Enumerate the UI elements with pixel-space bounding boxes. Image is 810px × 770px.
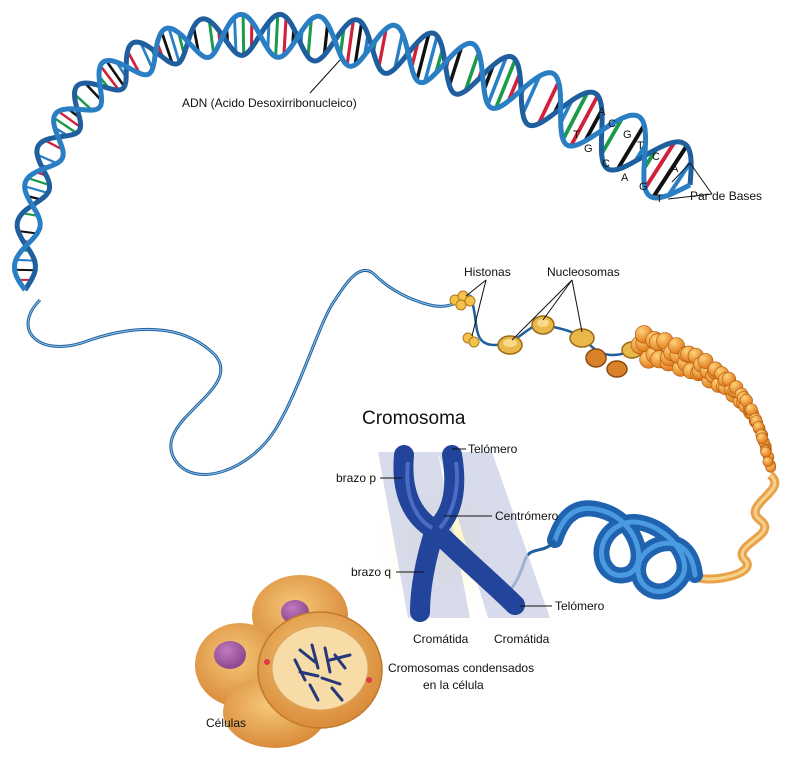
base-pair-rung <box>241 14 246 56</box>
base-pair-rung <box>415 32 431 81</box>
base-pair-rung <box>643 141 677 190</box>
base-letter: G <box>623 129 632 141</box>
base-pair-rung <box>423 35 439 83</box>
base-pair-rung <box>167 27 181 64</box>
chromosome-title: Cromosoma <box>362 408 466 429</box>
cell-nucleus <box>271 625 369 711</box>
nucleosomes-label: Nucleosomas <box>547 265 620 279</box>
base-pair-rung <box>24 185 49 194</box>
chromatid-left-label: Cromátida <box>413 632 469 646</box>
base-pair-rung <box>57 110 82 129</box>
arm-p-label: brazo p <box>336 471 376 485</box>
condensed-chromosomes <box>293 643 352 702</box>
base-pair-rung <box>15 258 35 262</box>
base-pair-rung <box>73 93 93 112</box>
centromere-label: Centrómero <box>495 509 559 523</box>
base-pair-rung <box>105 59 126 88</box>
base-pair-rung <box>486 56 508 106</box>
chromatin-thread <box>26 268 471 476</box>
base-pair-rung <box>44 139 64 151</box>
arm-q-label: brazo q <box>351 565 391 579</box>
base-pair-rung <box>583 109 604 143</box>
base-pair-rung <box>599 117 624 155</box>
base-pair-rung <box>393 33 405 70</box>
base-pair-rung <box>561 91 590 141</box>
base-pair-rung <box>36 153 58 165</box>
base-pair-rung <box>463 51 481 92</box>
base-pair-rung <box>139 42 154 70</box>
base-pair-rung <box>306 19 313 57</box>
base-letter: G <box>639 181 648 193</box>
base-pair-rung <box>266 21 271 49</box>
nucleosome-string <box>449 290 643 378</box>
base-pair-rung <box>666 160 693 197</box>
base-pair-rung <box>345 19 355 66</box>
condensed-label-line1: Cromosomas condensados <box>388 661 534 675</box>
nucleosome-1 <box>497 335 523 355</box>
base-pair-rung <box>521 75 542 115</box>
labels: ADN (Acido Desoxirribonucleico) Par de B… <box>182 59 762 730</box>
coiled-chromatin <box>508 471 780 600</box>
base-pair-rung <box>53 116 78 134</box>
condensed-label-line2: en la célula <box>423 678 484 692</box>
chromatid-right-panel <box>438 452 550 618</box>
histones-label: Histonas <box>464 265 511 279</box>
base-pair-rung <box>651 144 689 199</box>
base-pair-rung <box>282 17 288 56</box>
nucleosome-3 <box>569 328 643 378</box>
base-pair-rung <box>126 50 141 74</box>
cells <box>195 575 383 748</box>
centriole <box>264 659 270 665</box>
base-pair-rung <box>27 177 50 187</box>
cells-label: Células <box>206 716 246 730</box>
chromatin-bead <box>762 456 774 468</box>
base-letter: T <box>656 193 663 205</box>
base-pair-rung <box>160 31 174 64</box>
chromatin-bead <box>760 446 772 458</box>
histone-cluster <box>449 290 480 348</box>
chromatin-fiber <box>630 325 777 473</box>
base-letter: C <box>608 118 616 130</box>
base-letter: A <box>671 163 679 175</box>
base-pair-rung <box>494 58 517 109</box>
base-pair-rung <box>569 94 600 147</box>
chromosome <box>370 445 550 625</box>
base-pair-rung <box>17 229 38 235</box>
nucleosome-2 <box>531 315 555 335</box>
base-pair-rung <box>447 46 464 86</box>
chromatid-right-label: Cromátida <box>494 632 550 646</box>
base-pair-rung <box>615 123 646 171</box>
base-letter: C <box>652 151 660 163</box>
base-pair-rung <box>353 22 364 66</box>
dna-double-helix <box>11 11 694 292</box>
base-letter: T <box>573 129 580 141</box>
base-letter: A <box>621 172 629 184</box>
base-letter: A <box>598 106 606 118</box>
base-letter: C <box>602 158 610 170</box>
base-pair-rung <box>536 81 561 125</box>
telomere-bottom-label: Telómero <box>555 599 605 613</box>
centriole <box>366 677 372 683</box>
chromatin-bead <box>756 432 768 444</box>
base-pair-rung <box>233 17 238 53</box>
base-pair-rung <box>377 28 388 68</box>
base-pair-rung <box>99 64 120 91</box>
telomere-top-label: Telómero <box>468 442 518 456</box>
base-pairs-label: Par de Bases <box>690 189 762 203</box>
base-letter: T <box>637 140 644 152</box>
dna-label: ADN (Acido Desoxirribonucleico) <box>182 96 357 110</box>
base-pair-rung <box>207 20 216 54</box>
base-pair-rung <box>83 82 103 102</box>
cell-nucleus <box>214 641 246 669</box>
base-letter: G <box>584 143 593 155</box>
base-pair-rung <box>322 23 330 56</box>
base-pair-rung <box>274 14 280 57</box>
